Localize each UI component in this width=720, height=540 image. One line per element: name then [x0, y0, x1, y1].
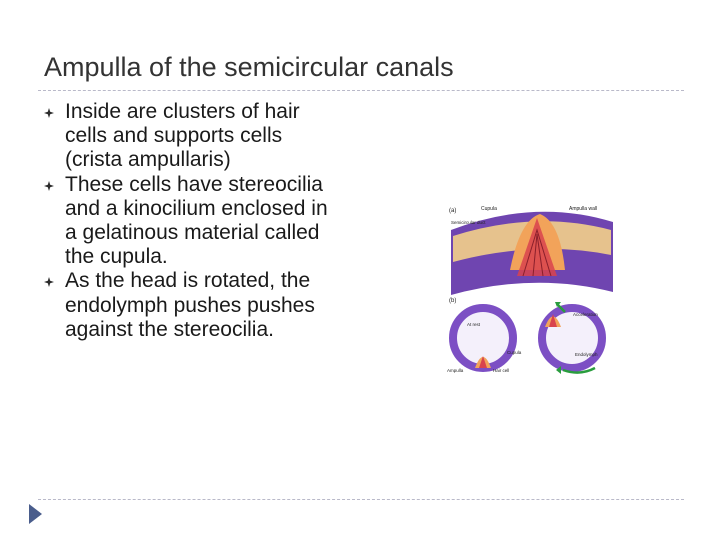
ornament-bullet-icon: [44, 180, 54, 191]
bullet-item: These cells have stereocilia and a kinoc…: [44, 173, 344, 270]
bullet-text: These cells have stereocilia and a kinoc…: [65, 172, 328, 269]
endolymph-label: Endolymph: [575, 352, 598, 357]
bullet-item: As the head is rotated, the endolymph pu…: [44, 269, 344, 342]
footer-divider: [38, 499, 684, 500]
bullet-list: Inside are clusters of hair cells and su…: [44, 100, 344, 342]
acceleration-label: Acceleration: [573, 312, 598, 317]
hair-cell-label: Hair cell: [493, 368, 509, 373]
title-divider: [38, 90, 684, 91]
hair-cell-bundle: [522, 228, 552, 277]
cupula-label: Cupula: [481, 206, 497, 212]
panel-b-marker: (b): [449, 298, 456, 304]
ampulla-diagram: (a) Cupula Ampulla wall Semicircular duc…: [447, 206, 613, 374]
at-rest-label: At rest: [467, 322, 481, 327]
ornament-bullet-icon: [44, 277, 54, 288]
slide-title: Ampulla of the semicircular canals: [44, 52, 454, 82]
ampulla-wall-label: Ampulla wall: [569, 206, 597, 212]
rotation-arrow: [562, 366, 596, 374]
triangle-arrow-icon: [29, 504, 42, 524]
bullet-text: Inside are clusters of hair cells and su…: [65, 100, 300, 172]
cupula-label-b: Cupula: [507, 350, 522, 355]
semicircular-duct-label: Semicircular duct: [451, 220, 486, 225]
bullet-item: Inside are clusters of hair cells and su…: [44, 100, 344, 173]
ampulla-label: Ampulla: [447, 368, 464, 373]
endolymph-flow-arrow: [556, 303, 566, 313]
canal-ring-acceleration: [538, 304, 606, 372]
ampulla-cross-section-panel: (a) Cupula Ampulla wall Semicircular duc…: [449, 206, 613, 295]
panel-a-marker: (a): [449, 208, 456, 214]
cupula-movement-panel: (b) At rest Acceleration Cupula Ampulla …: [447, 298, 606, 374]
ornament-bullet-icon: [44, 108, 54, 118]
bullet-text: As the head is rotated, the endolymph pu…: [65, 269, 315, 341]
